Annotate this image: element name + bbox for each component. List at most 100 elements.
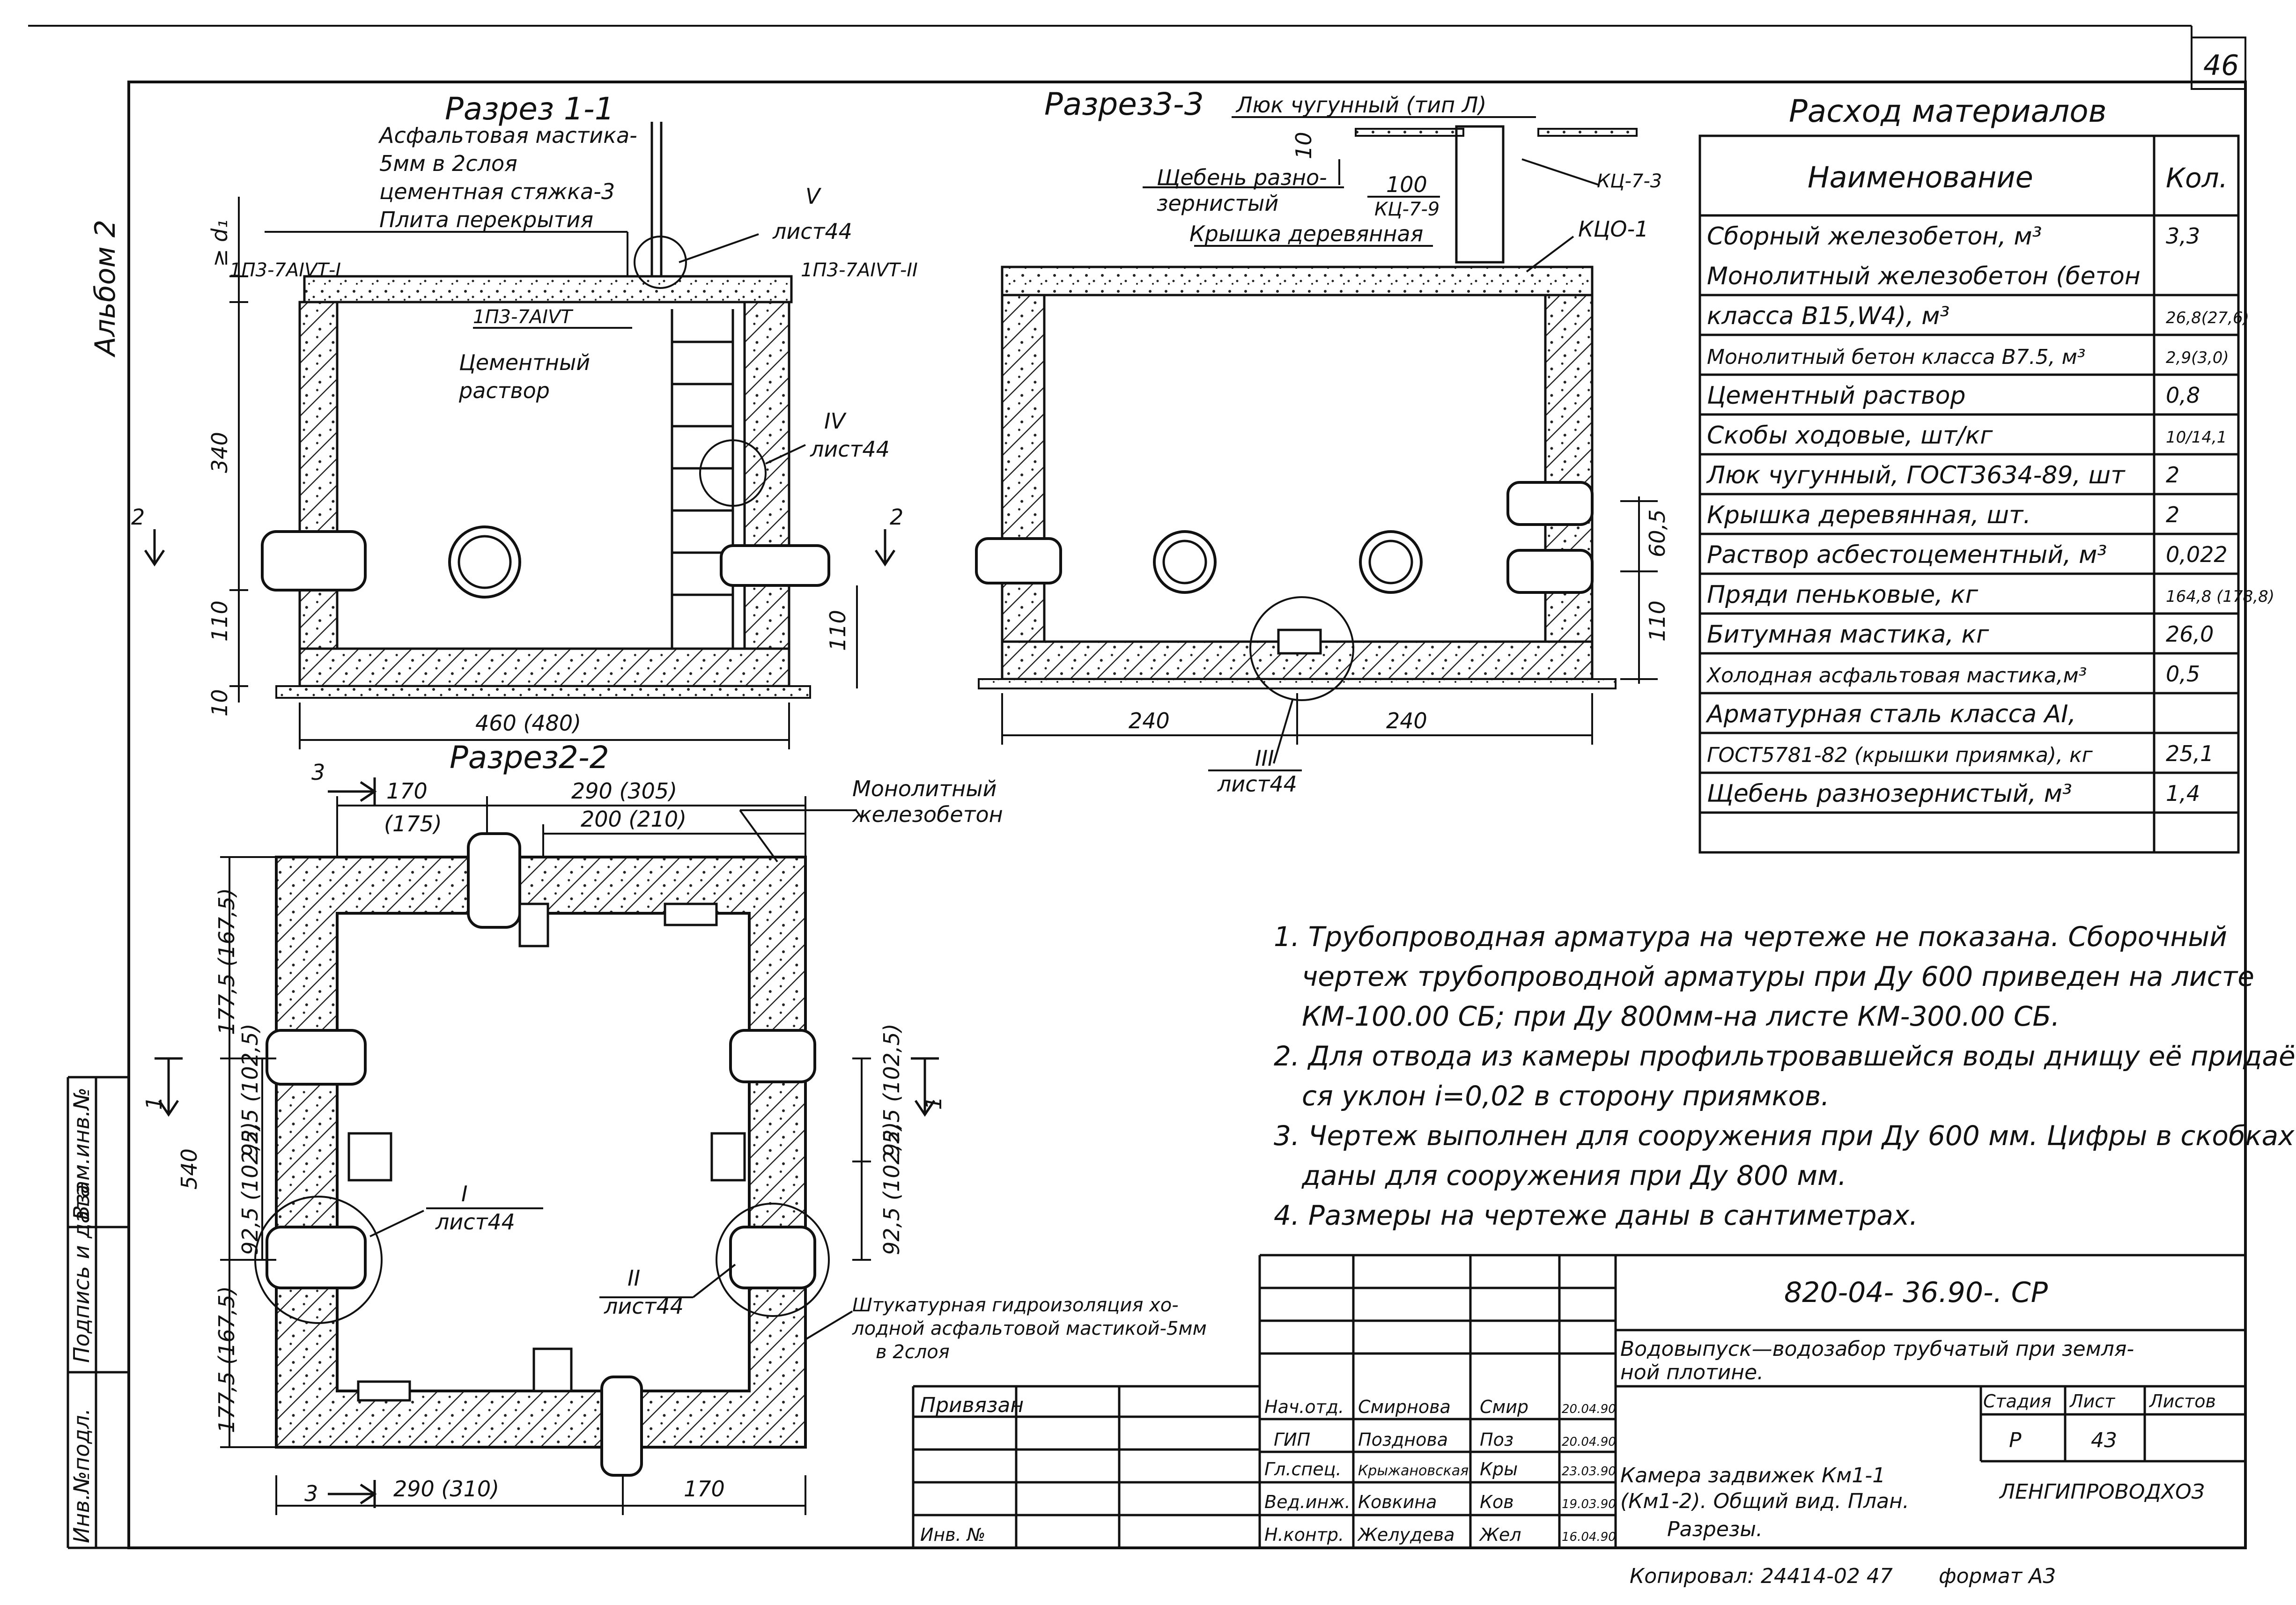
- notes: 1. Трубопроводная арматура на чертеже не…: [1274, 921, 2296, 1231]
- sheet-header: Лист: [2069, 1391, 2116, 1412]
- p3-1-label: 1П3-7АIVТ-I: [229, 259, 341, 281]
- materials-row-qty: 0,8: [2166, 383, 2200, 408]
- p3-t-label: 1П3-7АIVТ: [473, 306, 574, 328]
- materials-title: Расход материалов: [1789, 93, 2107, 129]
- dim-top: ≥ d₁: [207, 220, 232, 267]
- sign-date: 20.04.90: [1562, 1435, 1616, 1449]
- drawing-title-2: (Км1-2). Общий вид. План.: [1620, 1489, 1909, 1513]
- materials-row-qty: 3,3: [2166, 223, 2200, 249]
- role: Гл.спец.: [1264, 1459, 1342, 1479]
- waterproof-label-2: лодной асфальтовой мастикой-5мм: [852, 1318, 1207, 1339]
- copied-by: Копировал:: [1630, 1564, 1754, 1588]
- person-name: Смирнова: [1358, 1397, 1451, 1417]
- note-line: даны для сооружения при Ду 800 мм.: [1301, 1160, 1846, 1191]
- materials-row-name: Крышка деревянная, шт.: [1707, 501, 2031, 529]
- person-name: Крыжановская: [1358, 1463, 1469, 1479]
- role: ГИП: [1274, 1429, 1310, 1450]
- section-3-3-title: Разрез3-3: [1044, 86, 1204, 122]
- paper-format: формат А3: [1939, 1564, 2056, 1588]
- dim-170-b: 170: [684, 1476, 725, 1501]
- ref-iv: IV: [824, 408, 847, 434]
- materials-row-name: ГОСТ5781-82 (крышки приямка), кг: [1707, 743, 2093, 767]
- materials-row-name: Пряди пеньковые, кг: [1707, 581, 1979, 609]
- dim-10-33: 10: [1291, 132, 1316, 159]
- asphalt-label-2: 5мм в 2слоя: [379, 151, 517, 176]
- cut-3-top: 3: [311, 760, 325, 785]
- section-2-2-title: Разрез2-2: [450, 740, 609, 776]
- p3-2-label: 1П3-7АIVТ-II: [801, 259, 918, 281]
- materials-row-name: класса В15,W4), м³: [1707, 302, 1949, 330]
- person-name: Позднова: [1358, 1429, 1448, 1450]
- dim-170: 170: [386, 778, 428, 804]
- ref-v: V: [805, 184, 822, 209]
- waterproof-label: Штукатурная гидроизоляция хо-: [852, 1294, 1179, 1316]
- section-1-1: Разрез 1-1: [131, 91, 918, 749]
- ref-i-sheet: лист44: [435, 1209, 515, 1235]
- materials-row-name: Монолитный бетон класса В7.5, м³: [1707, 345, 2085, 369]
- waterproof-label-3: в 2слоя: [876, 1341, 950, 1363]
- role: Нач.отд.: [1264, 1397, 1344, 1417]
- sign-date: 20.04.90: [1562, 1402, 1616, 1416]
- sign-date: 19.03.90: [1562, 1497, 1616, 1511]
- dim-100: 100: [1386, 172, 1427, 197]
- materials-row-qty: 26,0: [2166, 621, 2214, 647]
- materials-row-qty: 164,8 (178,8): [2166, 587, 2274, 606]
- materials-row-qty: 10/14,1: [2166, 428, 2227, 447]
- dim-540: 540: [177, 1148, 202, 1190]
- person-name: Ковкина: [1358, 1492, 1437, 1512]
- organization: ЛЕНГИПРОВОДХОЗ: [1999, 1480, 2205, 1504]
- signature: Поз: [1480, 1429, 1513, 1450]
- materials-row-qty: 0,5: [2166, 661, 2200, 687]
- dim-110: 110: [207, 600, 232, 642]
- sheets-header: Листов: [2148, 1391, 2216, 1412]
- ref-i: I: [461, 1181, 468, 1206]
- title-block: Привязан Инв. № 820-04- 36.90-. СР Водов…: [912, 1254, 2245, 1548]
- dim-925-b: 92,5 (102,5): [237, 1122, 263, 1255]
- note-line: 3. Чертеж выполнен для сооружения при Ду…: [1274, 1120, 2295, 1152]
- section-3-3: Разрез3-3 Люк чугунный (тип Л): [975, 86, 1670, 797]
- role: Н.контр.: [1264, 1524, 1344, 1545]
- ref-iv-sheet: лист44: [810, 436, 890, 462]
- dim-10: 10: [207, 689, 232, 717]
- person-name: Желудева: [1357, 1524, 1454, 1545]
- drawing-title: Камера задвижек Км1-1: [1620, 1464, 1885, 1487]
- signature: Кры: [1480, 1459, 1518, 1479]
- signature: Ков: [1480, 1492, 1514, 1512]
- cut-1-right: 1: [921, 1096, 946, 1110]
- sheet-frame: [28, 25, 2247, 1549]
- sign-date: 16.04.90: [1562, 1530, 1616, 1544]
- cement-label: Цементный: [459, 350, 590, 375]
- note-line: КМ-100.00 СБ; при Ду 800мм-на листе КМ-3…: [1302, 1000, 2060, 1032]
- materials-row-name: Битумная мастика, кг: [1707, 621, 1989, 649]
- dim-240-b: 240: [1386, 708, 1427, 733]
- gravel-label-2: зернистый: [1157, 191, 1278, 216]
- signature: Смир: [1480, 1397, 1528, 1417]
- materials-row-qty: 0,022: [2166, 542, 2228, 567]
- section-1-1-title: Разрез 1-1: [445, 91, 614, 127]
- materials-row-qty: 26,8(27,6): [2166, 309, 2249, 327]
- materials-row-name: Холодная асфальтовая мастика,м³: [1706, 664, 2087, 688]
- materials-row-name: Сборный железобетон, м³: [1707, 222, 2042, 251]
- section-2-2: Разрез2-2 Монолитный железобетон Штукату…: [141, 740, 1207, 1515]
- dim-925-d: 92,5 (102,5): [879, 1122, 904, 1255]
- dim-1775-a: 177,5 (167,5): [214, 888, 239, 1035]
- cement-label-2: раствор: [458, 378, 550, 403]
- note-line: ся уклон i=0,02 в сторону приямков.: [1302, 1080, 1830, 1112]
- kco1-label: КЦО-1: [1578, 216, 1648, 242]
- cover-label: Крышка деревянная: [1189, 221, 1423, 246]
- dim-290: 290 (305): [571, 778, 677, 804]
- ref-ii-sheet: лист44: [604, 1294, 684, 1319]
- dim-200: 200 (210): [581, 806, 687, 832]
- dim-925-a: 92,5 (102,5): [237, 1023, 263, 1157]
- dim-460: 460 (480): [475, 710, 581, 736]
- materials-row-qty: 1,4: [2166, 781, 2200, 806]
- dim-110-33: 110: [1645, 600, 1670, 642]
- materials-row-qty: 25,1: [2166, 741, 2214, 766]
- note-line: 2. Для отвода из камеры профильтровавшей…: [1274, 1040, 2296, 1072]
- sign-date: 23.03.90: [1562, 1464, 1616, 1479]
- slab-label: Плита перекрытия: [379, 207, 593, 232]
- materials-row-name: Монолитный железобетон (бетон: [1707, 262, 2141, 290]
- project-title: Водовыпуск—водозабор трубчатый при земля…: [1620, 1337, 2134, 1361]
